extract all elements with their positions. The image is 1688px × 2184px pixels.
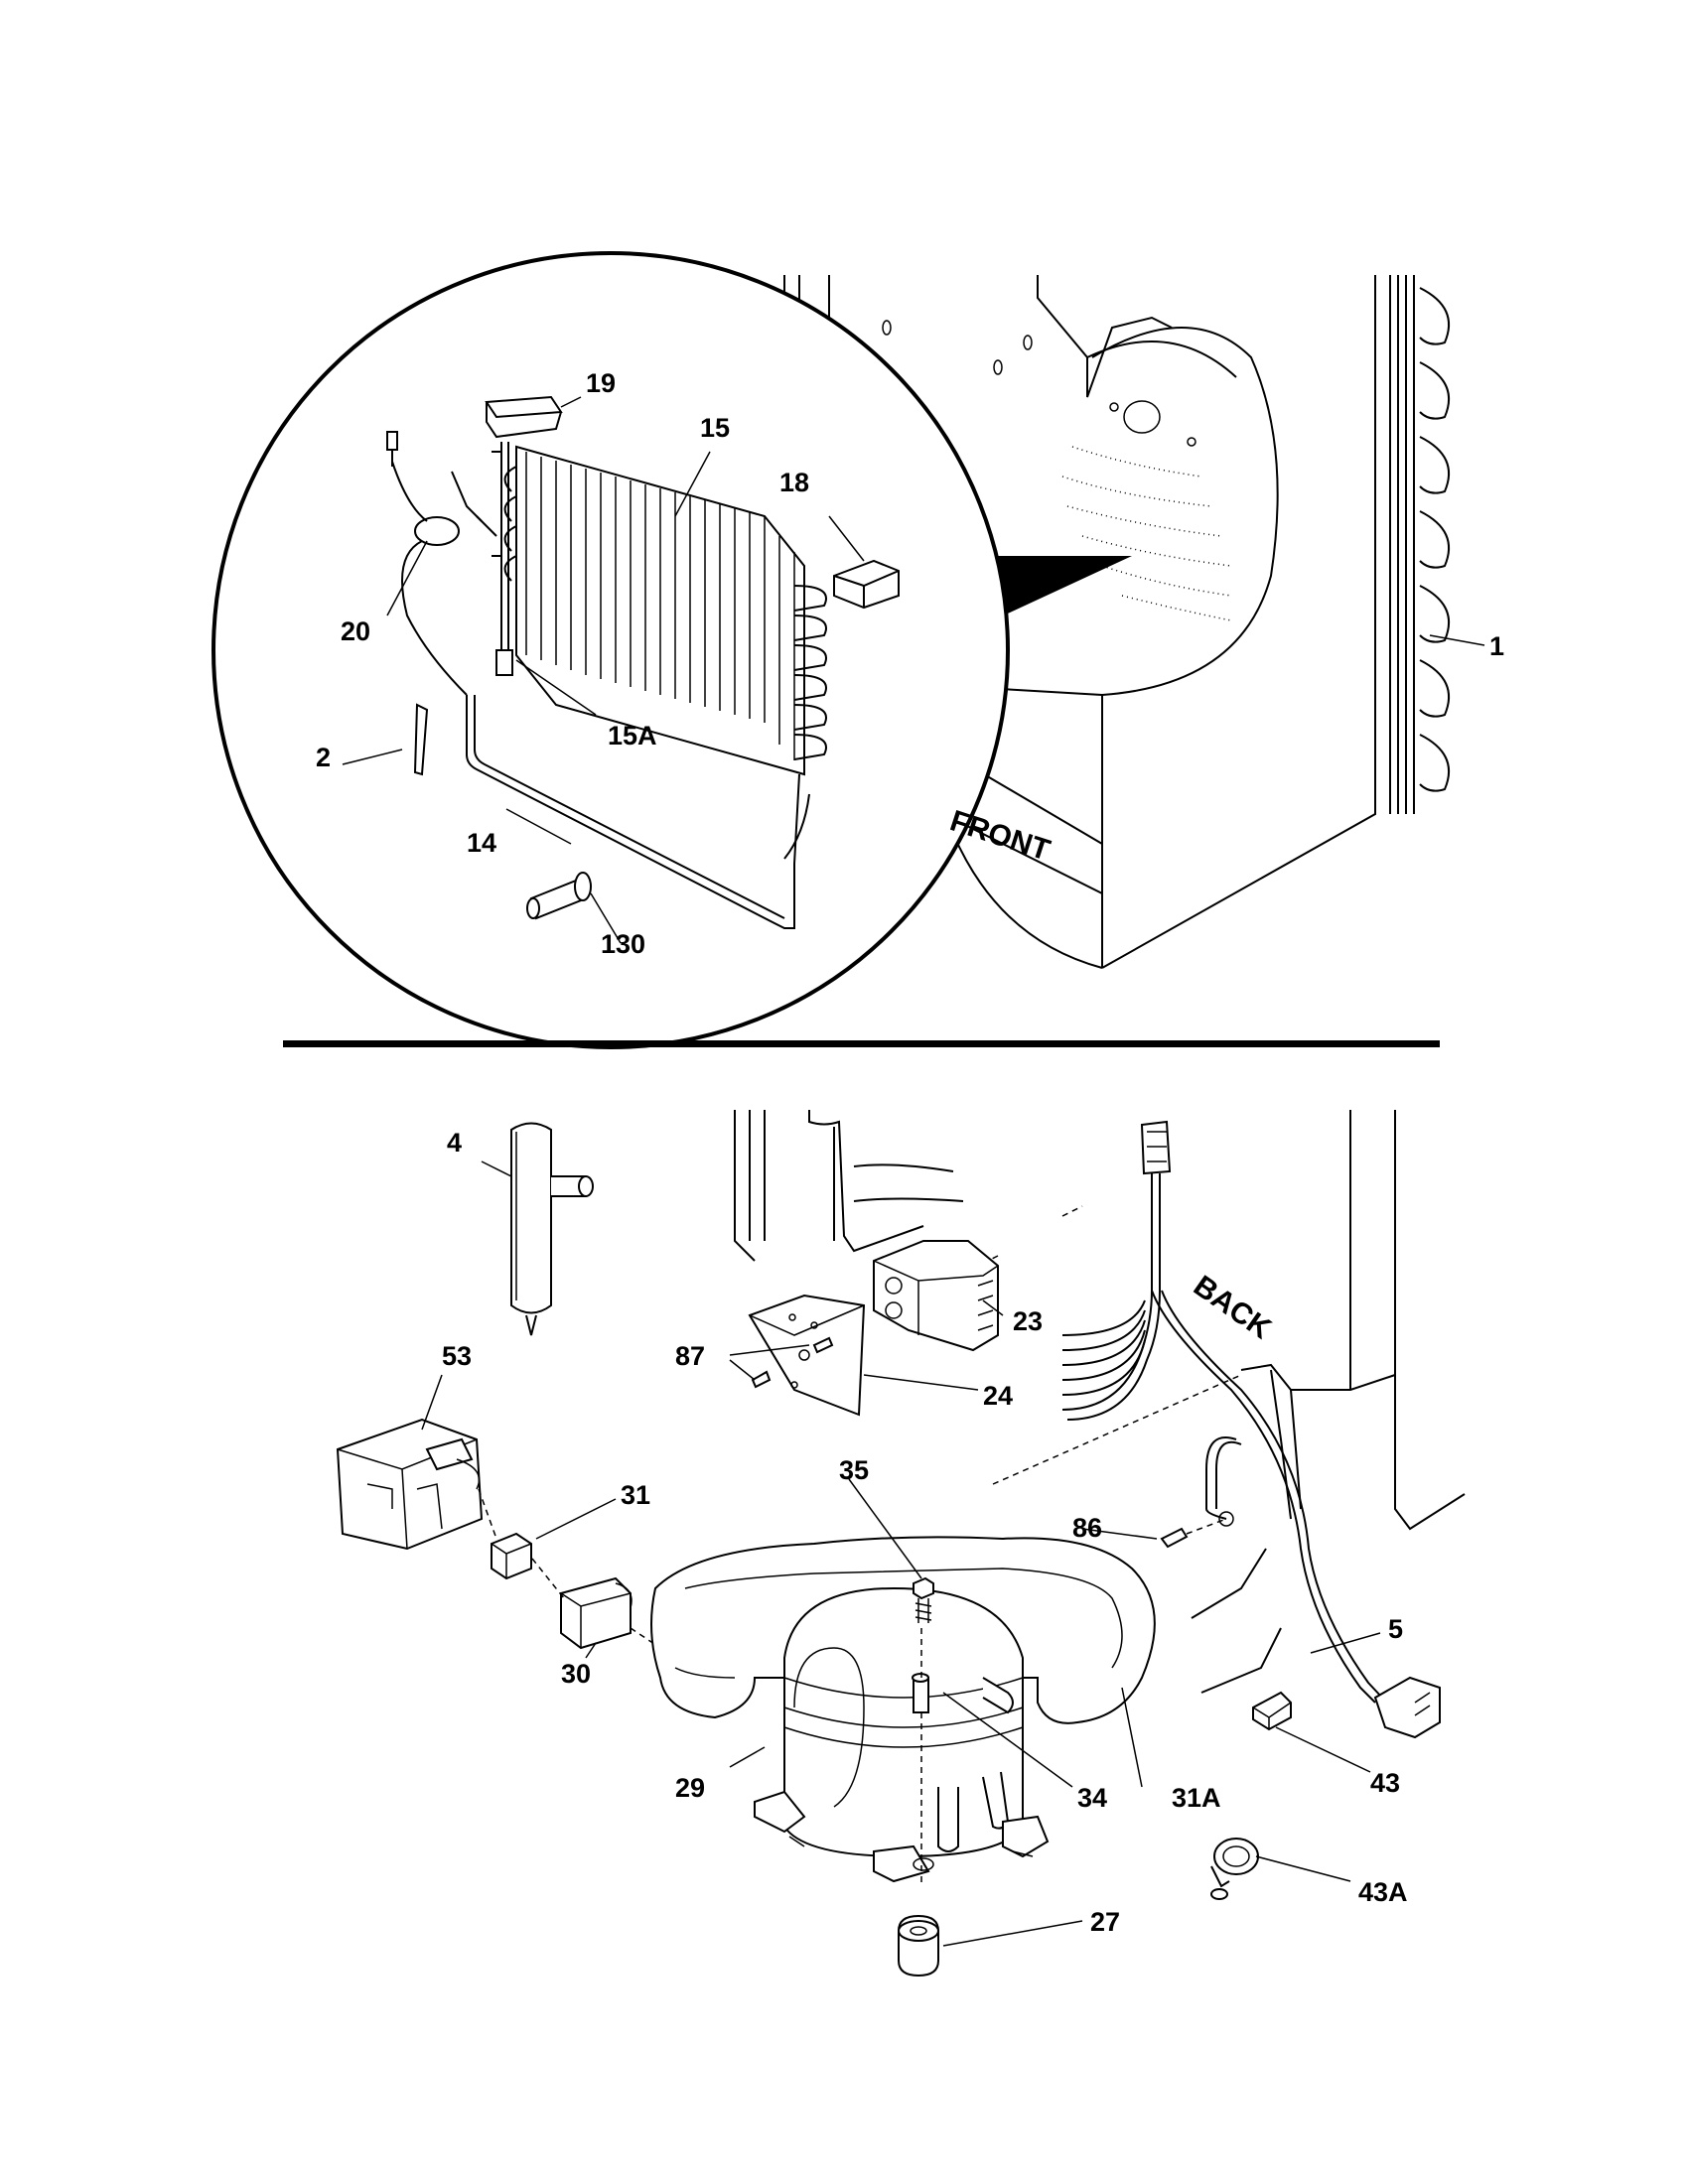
callout-20: 20 — [341, 616, 370, 646]
callout-31: 31 — [621, 1480, 650, 1510]
power-plug-5 — [1373, 1676, 1441, 1739]
callout-29: 29 — [675, 1773, 705, 1803]
callout-87: 87 — [675, 1341, 705, 1371]
callout-53: 53 — [442, 1341, 472, 1371]
callout-86: 86 — [1072, 1513, 1102, 1543]
cover-19 — [485, 395, 563, 439]
callout-24: 24 — [983, 1381, 1013, 1411]
drain-fitting-130 — [526, 872, 592, 920]
callout-43a: 43A — [1358, 1877, 1408, 1907]
condenser-coil — [1389, 275, 1450, 814]
callouts-bottom: 4 53 87 23 24 31 35 86 30 5 43 29 34 31A… — [442, 1128, 1408, 1937]
callout-2: 2 — [316, 743, 331, 772]
accumulator-4 — [510, 1122, 594, 1336]
callout-34: 34 — [1077, 1783, 1107, 1813]
section-divider — [283, 1040, 1440, 1047]
callout-15: 15 — [700, 413, 730, 443]
screw-86 — [1160, 1527, 1189, 1549]
block-18 — [833, 559, 900, 610]
compressor-29 — [754, 1586, 1050, 1883]
relay-30 — [560, 1576, 633, 1650]
front-label: FRONT — [946, 804, 1054, 867]
callout-30: 30 — [561, 1659, 591, 1689]
evaporator-15 — [503, 445, 827, 776]
screws-87 — [729, 1336, 834, 1389]
cabinet-lower — [734, 1110, 1466, 1531]
callout-15a: 15A — [608, 721, 657, 751]
heater-15a — [500, 442, 509, 655]
overload-31 — [491, 1532, 532, 1580]
defrost-timer-23 — [873, 1240, 999, 1352]
callout-14: 14 — [467, 828, 496, 858]
callout-19: 19 — [586, 368, 616, 398]
callout-43: 43 — [1370, 1768, 1400, 1798]
defrost-thermostat-20 — [386, 431, 497, 696]
stud-34 — [912, 1673, 929, 1713]
clip-43 — [1252, 1691, 1292, 1731]
callout-27: 27 — [1090, 1907, 1120, 1937]
timer-bracket-24 — [748, 1294, 866, 1417]
wiring-harness — [1061, 1120, 1383, 1704]
back-label: BACK — [1188, 1270, 1277, 1346]
callout-1: 1 — [1489, 631, 1504, 661]
callout-5: 5 — [1388, 1614, 1403, 1644]
callout-35: 35 — [839, 1455, 869, 1485]
grommet-27 — [898, 1914, 939, 1978]
callout-18: 18 — [779, 468, 809, 497]
drain-tube-14 — [466, 695, 800, 929]
callout-23: 23 — [1013, 1306, 1043, 1336]
callout-31a: 31A — [1172, 1783, 1221, 1813]
bolt-35 — [913, 1576, 934, 1623]
clip-2 — [413, 703, 429, 776]
callout-130: 130 — [601, 929, 645, 959]
callouts-top: 19 15 18 20 15A 2 14 130 1 — [316, 368, 1504, 959]
callout-4: 4 — [447, 1128, 462, 1158]
evaporator-detail-view — [211, 251, 1010, 1049]
relay-cover-53 — [336, 1418, 484, 1551]
clamp-43a — [1210, 1838, 1259, 1900]
leader-lines-bottom — [421, 1160, 1381, 1947]
